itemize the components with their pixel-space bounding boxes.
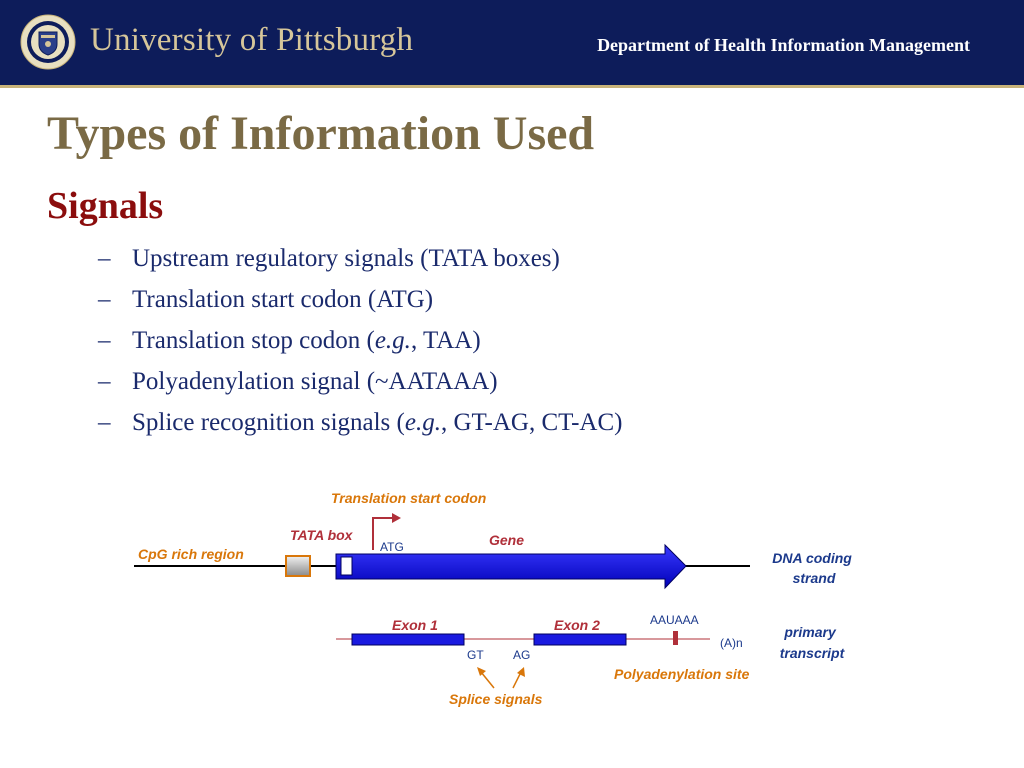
university-name: University of Pittsburgh (90, 22, 414, 58)
bullet-item: –Polyadenylation signal (~AATAAA) (98, 363, 622, 404)
bullet-text: Splice recognition signals ( (132, 409, 405, 436)
translation-start-arrowhead (392, 513, 401, 523)
gt-label: GT (467, 648, 484, 662)
tata-box-label: TATA box (290, 527, 354, 543)
exon2-block (533, 633, 627, 646)
polya-signal-marker (673, 631, 678, 645)
bullet-item: –Upstream regulatory signals (TATA boxes… (98, 240, 622, 281)
bullet-dash: – (98, 368, 111, 395)
primary-transcript-line2: transcript (780, 645, 846, 661)
bullet-emphasis: e.g. (374, 327, 411, 354)
aauaaa-label: AAUAAA (650, 613, 699, 627)
bullet-dash: – (98, 409, 111, 436)
translation-start-arrow (372, 517, 393, 550)
ag-label: AG (513, 648, 530, 662)
bullet-item: –Translation start codon (ATG) (98, 281, 622, 322)
section-heading: Signals (47, 185, 164, 227)
dna-strand-line2: strand (793, 570, 836, 586)
bullet-list: –Upstream regulatory signals (TATA boxes… (98, 240, 622, 445)
bullet-text: Upstream regulatory signals (TATA boxes) (132, 245, 560, 272)
poly-a-tail-label: (A)n (720, 636, 743, 650)
bullet-text: Translation stop codon ( (132, 327, 375, 354)
bullet-item: –Splice recognition signals (e.g., GT-AG… (98, 404, 622, 445)
bullet-text: , GT-AG, CT-AC) (440, 409, 623, 436)
bullet-text: Translation start codon (ATG) (132, 286, 434, 313)
cpg-label: CpG rich region (138, 546, 244, 562)
gene-label: Gene (489, 532, 524, 548)
header-bar: University of Pittsburgh Department of H… (0, 0, 1024, 88)
department-name: Department of Health Information Managem… (597, 35, 970, 55)
dna-strand-label: DNA coding strand (772, 550, 855, 586)
exon1-label: Exon 1 (392, 617, 438, 633)
gene-arrow (335, 543, 687, 590)
bullet-item: –Translation stop codon (e.g., TAA) (98, 322, 622, 363)
gene-structure-diagram: Translation start codon TATA box ATG Gen… (134, 490, 855, 707)
splice-arrowhead-ag (517, 667, 525, 677)
splice-arrow-ag (512, 671, 522, 689)
bullet-dash: – (98, 245, 111, 272)
bullet-text: , TAA) (410, 327, 481, 354)
exon2-label: Exon 2 (554, 617, 600, 633)
university-seal-icon (20, 14, 76, 70)
primary-transcript-line1: primary (783, 624, 837, 640)
polyadenylation-site-label: Polyadenylation site (614, 666, 750, 682)
bullet-dash: – (98, 327, 111, 354)
slide-title: Types of Information Used (47, 107, 595, 160)
dna-strand-line1: DNA coding (772, 550, 852, 566)
bullet-dash: – (98, 286, 111, 313)
cpg-box (285, 555, 311, 577)
atg-label: ATG (380, 540, 404, 554)
bullet-text: Polyadenylation signal (~AATAAA) (132, 368, 498, 395)
exon1-block (351, 633, 465, 646)
bullet-emphasis: e.g. (404, 409, 441, 436)
tata-box-marker (340, 556, 353, 576)
translation-start-label: Translation start codon (331, 490, 486, 506)
splice-arrow-gt (480, 671, 495, 689)
splice-signals-label: Splice signals (449, 691, 543, 707)
splice-arrowhead-gt (477, 667, 486, 676)
primary-transcript-label: primary transcript (780, 624, 846, 661)
